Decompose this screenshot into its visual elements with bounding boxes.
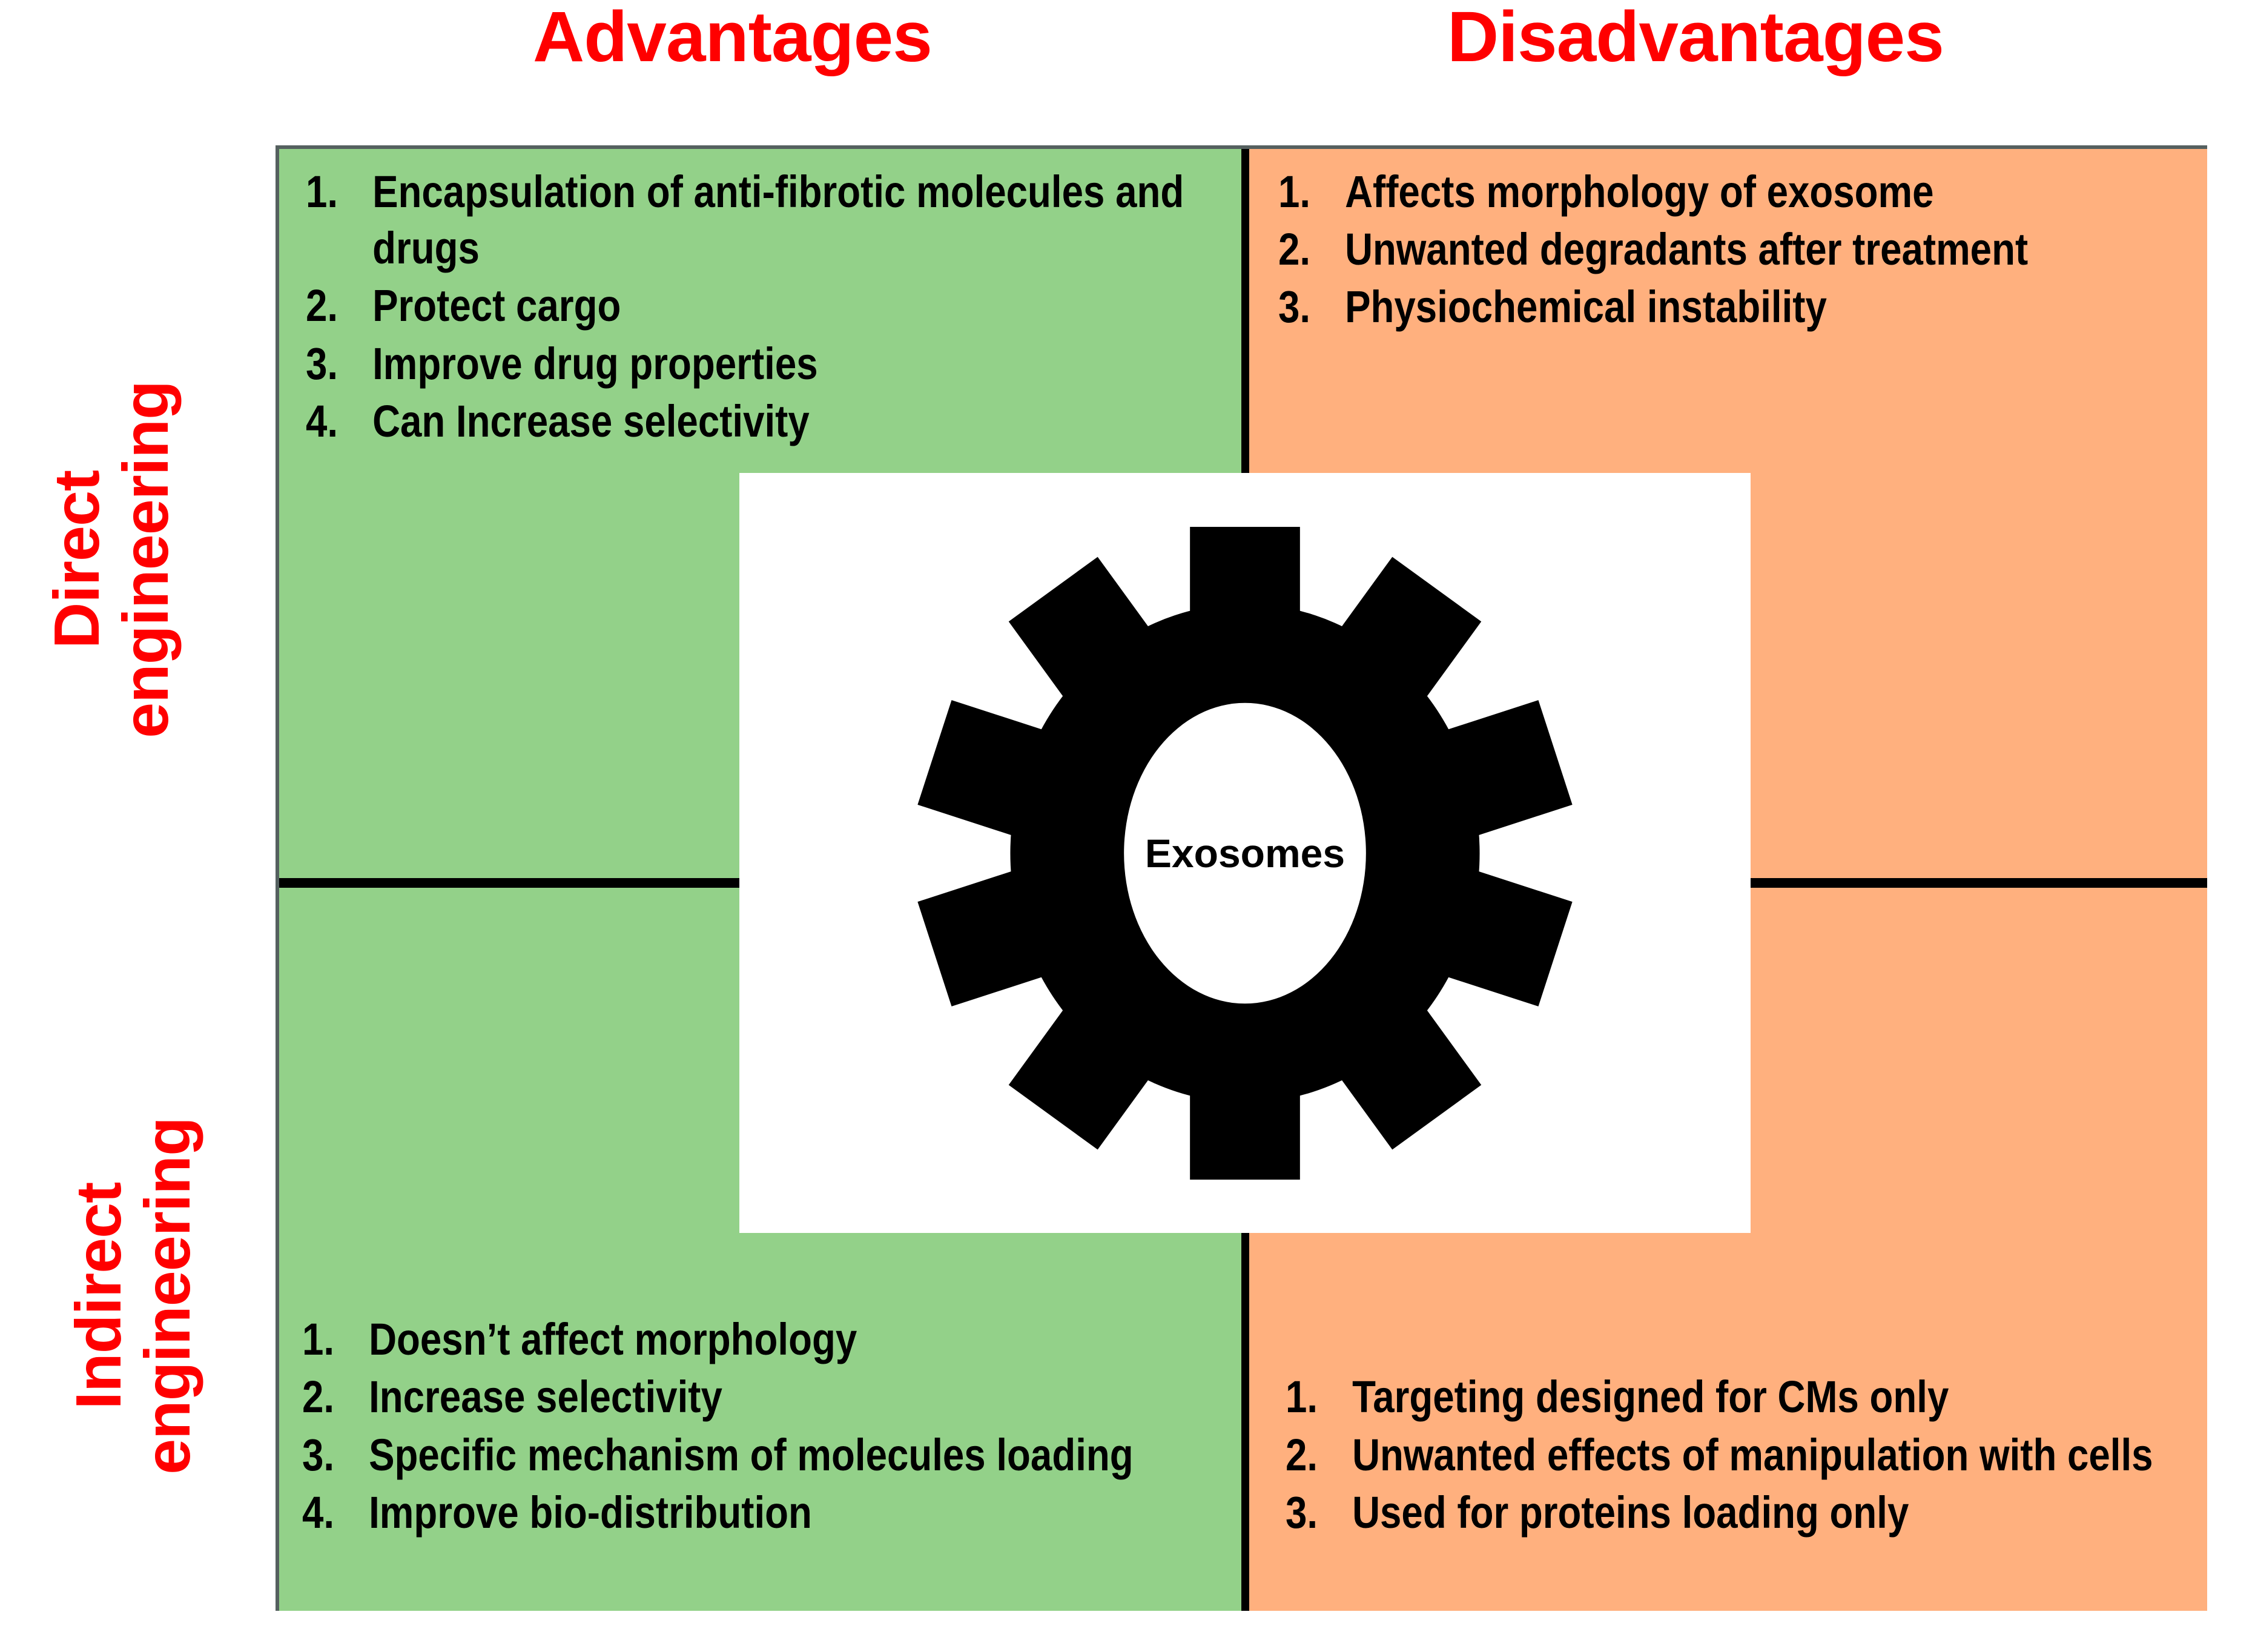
list-indirect-advantages: 1. Doesn’t affect morphology 2. Increase se… (302, 1311, 1240, 1542)
center-panel: Exosomes (739, 473, 1751, 1233)
list-item-number: 1. (1278, 167, 1311, 217)
list-item-text: Improve drug properties (372, 338, 818, 389)
list-item-text: Physiochemical instability (1345, 282, 1827, 332)
quadrant-matrix: 1. Encapsulation of anti-fibrotic molecul… (276, 145, 2207, 1611)
list-item: 3. Specific mechanism of molecules loadin… (302, 1427, 1240, 1483)
list-item-text: Encapsulation of anti-fibrotic molecules… (372, 167, 1184, 274)
list-direct-disadvantages: 1. Affects morphology of exosome 2. Unwante… (1278, 164, 2231, 337)
list-item: 1. Affects morphology of exosome (1278, 164, 2231, 220)
list-item-number: 2. (302, 1372, 335, 1422)
column-header-disadvantages: Disadvantages (1447, 0, 1944, 77)
list-item: 2. Unwanted degradants after treatment (1278, 221, 2231, 277)
list-item-number: 1. (306, 167, 338, 217)
list-item: 4. Improve bio-distribution (302, 1484, 1240, 1541)
list-item-text: Can Increase selectivity (372, 395, 810, 446)
list-item-number: 1. (1286, 1372, 1318, 1422)
list-item-number: 1. (302, 1314, 335, 1365)
column-header-advantages: Advantages (533, 0, 933, 77)
list-item-text: Specific mechanism of molecules loading (369, 1429, 1134, 1480)
list-item-number: 2. (306, 280, 338, 331)
list-item: 1. Doesn’t affect morphology (302, 1311, 1240, 1367)
list-item: 3. Improve drug properties (306, 335, 1217, 392)
list-item: 1. Targeting designed for CMs only (1286, 1369, 2243, 1425)
list-item-text: Increase selectivity (369, 1372, 722, 1422)
list-item-text: Used for proteins loading only (1352, 1487, 1909, 1538)
list-item: 3. Physiochemical instability (1278, 279, 2231, 335)
row-label-direct-engineering: Direct engineering (41, 381, 182, 738)
list-item: 1. Encapsulation of anti-fibrotic molecul… (306, 164, 1217, 276)
list-item-number: 3. (302, 1429, 335, 1480)
list-item: 2. Unwanted effects of manipulation with … (1286, 1427, 2243, 1483)
list-item-text: Unwanted effects of manipulation with ce… (1352, 1429, 2153, 1480)
list-item-text: Doesn’t affect morphology (369, 1314, 857, 1365)
list-item-number: 3. (1286, 1487, 1318, 1538)
list-item: 2. Increase selectivity (302, 1369, 1240, 1425)
row-label-indirect-engineering: Indirect engineering (62, 1117, 203, 1475)
list-item: 3. Used for proteins loading only (1286, 1484, 2243, 1541)
list-item-text: Protect cargo (372, 280, 621, 331)
list-item: 2. Protect cargo (306, 277, 1217, 334)
list-item-number: 4. (306, 395, 338, 446)
list-item-number: 3. (1278, 282, 1311, 332)
gear-icon: Exosomes (915, 502, 1575, 1204)
list-item-text: Affects morphology of exosome (1345, 167, 1934, 217)
list-item-number: 2. (1278, 224, 1311, 275)
list-item-number: 3. (306, 338, 338, 389)
list-item-text: Improve bio-distribution (369, 1487, 812, 1538)
list-item-number: 4. (302, 1487, 335, 1538)
list-item-number: 2. (1286, 1429, 1318, 1480)
list-direct-advantages: 1. Encapsulation of anti-fibrotic molecul… (306, 164, 1217, 451)
list-indirect-disadvantages: 1. Targeting designed for CMs only 2. Unwan… (1286, 1369, 2243, 1542)
list-item-text: Unwanted degradants after treatment (1345, 224, 2029, 275)
list-item: 4. Can Increase selectivity (306, 393, 1217, 449)
list-item-text: Targeting designed for CMs only (1352, 1372, 1949, 1422)
